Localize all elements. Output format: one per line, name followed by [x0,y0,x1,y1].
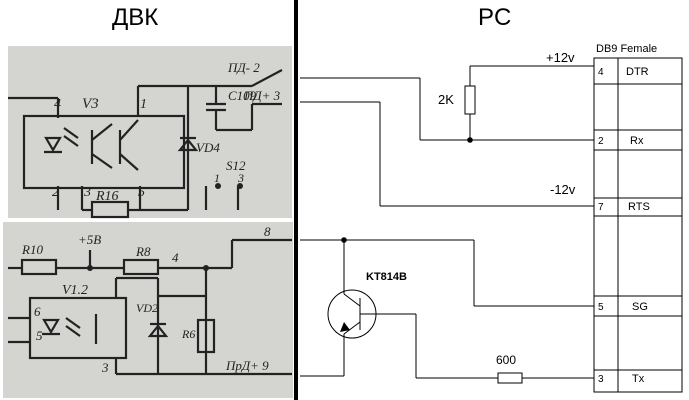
right-panel-title: PC [478,4,512,31]
plus12v-label: +12v [546,50,575,65]
db9-pin-num-dtr: 4 [598,67,604,78]
v3-pin3-label: 3 [83,185,91,200]
v3-circuit [8,69,283,219]
line-prd-plus-label: ПрД+ 9 [225,358,269,373]
optocoupler-v12-photo [3,222,293,398]
v3-pin4-label: 4 [54,97,61,112]
kt814b-emitter-arrow [340,322,350,332]
v12-supply-dot [87,265,93,271]
resistor-2k-label: 2K [438,92,454,107]
v12-label: V1.2 [62,283,88,298]
db9-title: DB9 Female [596,43,657,55]
resistor-600 [497,372,523,384]
db9-pin-name-dtr: DTR [626,66,649,78]
node4-label: 4 [172,250,179,265]
db9-pin-name-sg: SG [632,301,648,313]
s12-pin1-dot [215,183,221,189]
db9-pin-name-rx: Rx [630,135,644,147]
db9-pin-num-tx: 3 [598,374,604,385]
r16-label: R16 [95,189,119,204]
rx-junction-dot [467,137,473,143]
left-panel-title: ДВК [112,4,159,31]
s12-pin1-label: 1 [214,171,220,185]
minus12v-label: -12v [550,182,576,197]
resistor-600-label: 600 [496,353,516,367]
db9-pin-num-rx: 2 [598,136,604,147]
db9-pin-name-rts: RTS [628,201,650,213]
v12-node4-dot [203,265,209,271]
db9-connector-box [593,57,619,393]
pin8-label: 8 [264,224,271,239]
optocoupler-v3-photo [8,46,292,218]
v3-pin5-label: 5 [138,185,145,200]
db9-pin-name-tx: Tx [632,373,645,385]
v12-pin5-label: 5 [36,328,43,343]
kt814b-label: KT814B [366,271,407,283]
s12-pin3-label: 3 [237,171,244,185]
sg-junction-dot [341,237,347,243]
pc-wiring [300,57,683,393]
s12-pin3-dot [237,183,243,189]
v3-label: V3 [82,96,99,112]
line-pd-minus-label: ПД- 2 [227,60,260,75]
v12-circuit [8,238,292,376]
c109-label: C109 [228,88,257,103]
r6-label: R6 [181,327,195,341]
resistor-2k [464,85,476,115]
vd2-label: VD2 [136,301,158,315]
panel-divider [294,0,298,400]
r10-label: R10 [21,242,43,257]
line-pd-plus-label: ПД+ 3 [243,88,281,103]
v3-pin2-label: 2 [52,185,59,200]
v12-pin6-label: 6 [34,304,41,319]
s12-label: S12 [226,158,246,173]
vd4-label: VD4 [196,140,220,155]
r8-label: R8 [135,244,151,259]
plus5v-label: +5В [78,232,101,247]
v12-pin3-label: 3 [101,360,109,375]
db9-pin-num-sg: 5 [598,302,604,313]
db9-pin-num-rts: 7 [598,202,604,213]
v3-pin1-label: 1 [140,97,147,112]
